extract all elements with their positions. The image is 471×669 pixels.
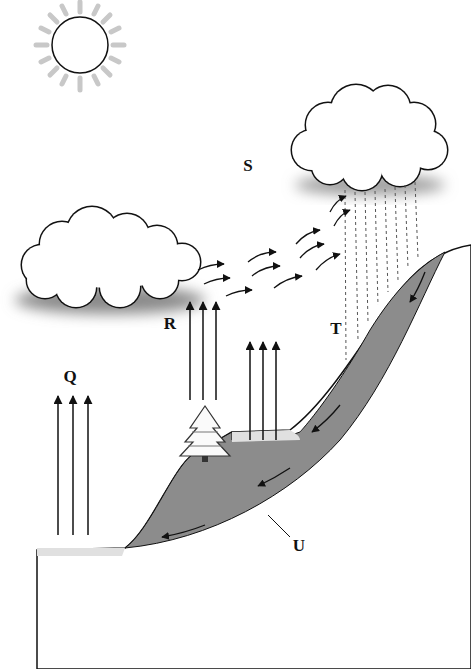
part-letter: Q xyxy=(63,368,76,385)
land xyxy=(37,245,471,669)
river xyxy=(125,252,445,548)
part-letter: S xyxy=(243,157,252,174)
part-letter: T xyxy=(330,320,341,337)
sea xyxy=(37,548,125,556)
vapour-arrow xyxy=(58,302,276,535)
part-letter: R xyxy=(164,315,176,332)
leader-line xyxy=(268,515,290,537)
flow-arrow xyxy=(162,272,425,537)
cloud xyxy=(21,206,202,309)
lake xyxy=(232,430,300,442)
cloud xyxy=(291,84,449,192)
part-letter: U xyxy=(293,537,305,554)
tree xyxy=(180,406,230,462)
sun xyxy=(36,2,124,90)
transport-arrow xyxy=(198,196,350,296)
